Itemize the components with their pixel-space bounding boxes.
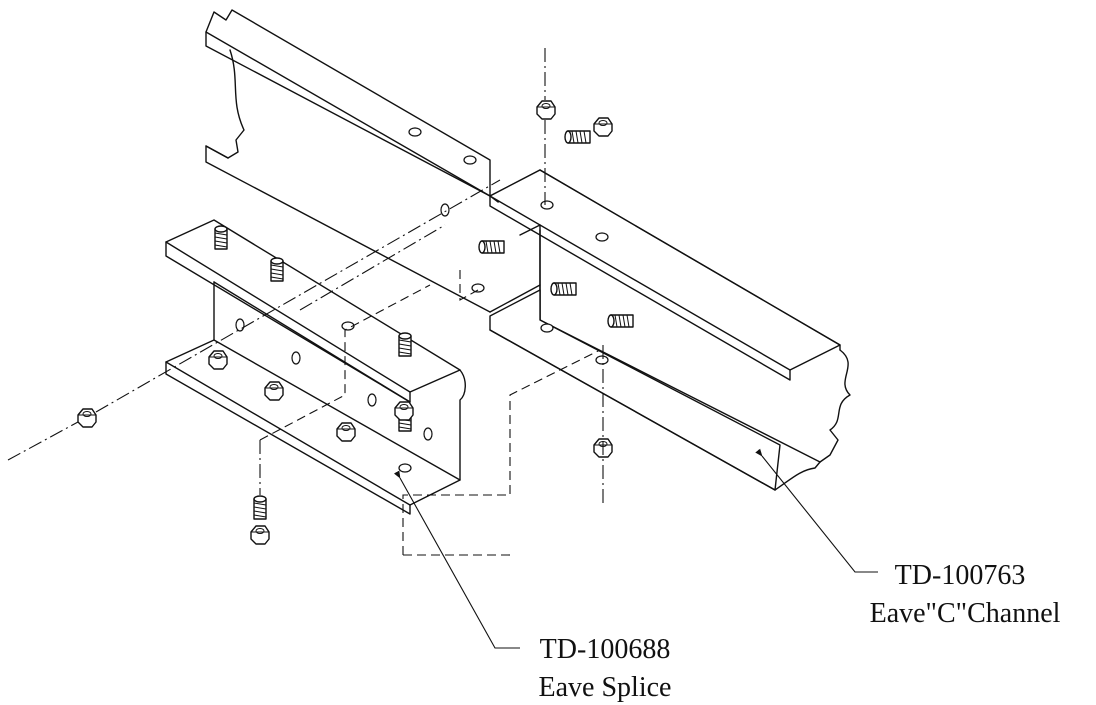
hex-nut-icon <box>77 408 97 428</box>
hex-nut-icon <box>593 117 613 137</box>
splice-part-number: TD-100688 <box>539 634 671 665</box>
hex-nut-icon <box>250 525 270 545</box>
stud-bolt-icon <box>550 282 577 296</box>
channel-part-number: TD-100763 <box>894 560 1026 591</box>
assembly-centerlines <box>7 48 604 556</box>
eave-splice <box>165 219 466 515</box>
stud-bolt-icon <box>478 240 505 254</box>
hex-nut-icon <box>264 381 284 401</box>
eave-c-channel <box>205 9 851 491</box>
hex-nut-icon <box>394 401 414 421</box>
stud-bolt-icon <box>607 314 634 328</box>
channel-description: Eave"C"Channel <box>869 598 1061 629</box>
flange-bolt-icon <box>564 130 591 144</box>
hex-nut-icon <box>336 422 356 442</box>
flange-bolt-icon <box>253 495 267 520</box>
splice-description: Eave Splice <box>538 672 672 703</box>
hex-nut-icon <box>536 100 556 120</box>
stud-bolt-icon <box>270 257 284 282</box>
stud-bolt-icon <box>398 332 412 357</box>
stud-bolt-icon <box>214 225 228 250</box>
callout-leaders <box>393 448 878 649</box>
hex-nut-icon <box>208 350 228 370</box>
